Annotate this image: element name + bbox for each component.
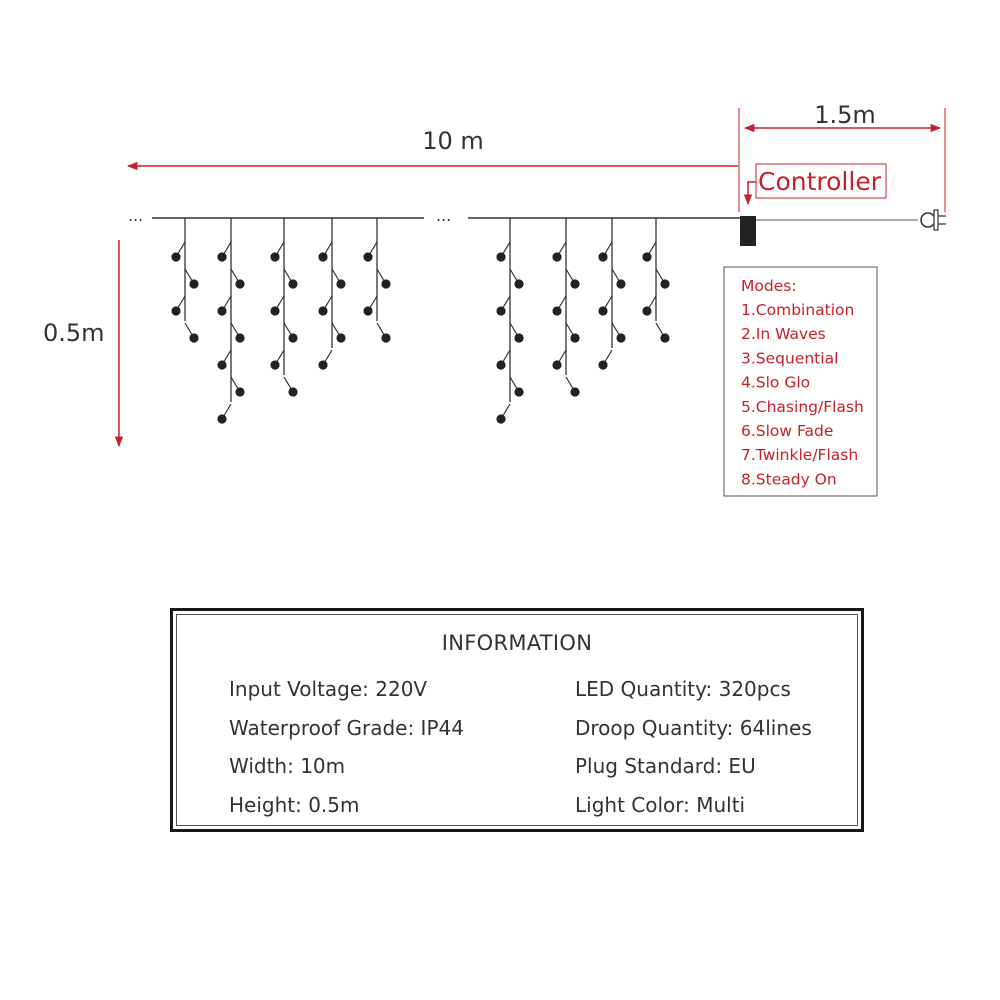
modes-box — [723, 266, 878, 497]
controller-pointer — [743, 181, 756, 206]
mode-item: 4.Slo Glo — [741, 374, 810, 392]
led-bulb-icon — [235, 333, 245, 343]
mode-item: 6.Slow Fade — [741, 422, 833, 440]
spec-item: LED Quantity: 320pcs — [575, 677, 791, 701]
led-bulb-icon — [660, 279, 670, 289]
led-bulb-icon — [171, 306, 181, 316]
ellipsis-middle: ... — [436, 206, 451, 225]
spec-item: Waterproof Grade: IP44 — [229, 715, 464, 740]
droop-strand — [642, 218, 670, 343]
led-bulb-icon — [616, 279, 626, 289]
led-bulb-icon — [189, 333, 199, 343]
mode-item: 2.In Waves — [741, 325, 826, 343]
led-bulb-icon — [496, 414, 506, 424]
controller-box-icon — [740, 216, 756, 246]
modes-list: 1.Combination 2.In Waves 3.Sequential 4.Slo… — [741, 301, 864, 488]
led-bulb-icon — [570, 279, 580, 289]
spec-item: Width: 10m — [229, 754, 346, 778]
led-bulb-icon — [570, 333, 580, 343]
led-bulb-icon — [381, 333, 391, 343]
led-bulb-icon — [270, 360, 280, 370]
length-label: 10 m — [422, 127, 484, 155]
led-bulb-icon — [318, 360, 328, 370]
led-bulb-icon — [189, 279, 199, 289]
led-bulb-icon — [552, 360, 562, 370]
ellipsis-left: ... — [128, 206, 143, 225]
led-bulb-icon — [318, 306, 328, 316]
modes-title: Modes: — [741, 277, 797, 295]
lead-label: 1.5m — [814, 101, 876, 129]
led-bulb-icon — [270, 252, 280, 262]
droop-strand — [363, 218, 391, 343]
led-bulb-icon — [598, 252, 608, 262]
led-bulb-icon — [217, 414, 227, 424]
led-bulb-icon — [642, 306, 652, 316]
led-bulb-icon — [318, 252, 328, 262]
spec-item: Light Color: Multi — [575, 792, 746, 817]
mode-item: 7.Twinkle/Flash — [741, 446, 858, 464]
information-inner-frame: INFORMATION Input Voltage: 220V Waterproo… — [176, 614, 858, 826]
controller-callout-box — [755, 163, 887, 199]
led-bulb-icon — [171, 252, 181, 262]
led-bulb-icon — [514, 279, 524, 289]
led-bulb-icon — [217, 360, 227, 370]
spec-item: Height: 0.5m — [229, 792, 360, 817]
droop-strand — [171, 218, 199, 343]
led-bulb-icon — [660, 333, 670, 343]
led-bulb-icon — [217, 306, 227, 316]
led-bulb-icon — [288, 387, 298, 397]
led-bulb-icon — [552, 306, 562, 316]
eu-plug-icon — [920, 209, 946, 231]
led-bulb-icon — [496, 306, 506, 316]
led-bulb-icon — [514, 387, 524, 397]
led-bulb-icon — [514, 333, 524, 343]
spec-item: Input Voltage: 220V — [229, 677, 428, 701]
led-bulb-icon — [235, 279, 245, 289]
led-bulb-icon — [288, 279, 298, 289]
droop-strand — [217, 218, 245, 424]
led-bulb-icon — [217, 252, 227, 262]
height-label: 0.5m — [43, 319, 105, 347]
led-bulb-icon — [496, 252, 506, 262]
led-bulb-icon — [363, 306, 373, 316]
mode-item: 1.Combination — [741, 301, 854, 319]
led-bulb-icon — [336, 333, 346, 343]
droop-strand — [552, 218, 580, 397]
spec-item: Plug Standard: EU — [575, 754, 756, 778]
led-bulb-icon — [552, 252, 562, 262]
droop-strand — [270, 218, 298, 397]
mode-item: 5.Chasing/Flash — [741, 398, 864, 416]
led-bulb-icon — [570, 387, 580, 397]
led-bulb-icon — [363, 252, 373, 262]
led-bulb-icon — [336, 279, 346, 289]
led-bulb-icon — [598, 306, 608, 316]
icicle-light-diagram: 10 m 1.5m 0.5m Controller ... ... Modes:… — [43, 101, 946, 497]
mode-item: 3.Sequential — [741, 349, 838, 367]
droop-strand — [318, 218, 346, 370]
droop-strand — [598, 218, 626, 370]
led-bulb-icon — [381, 279, 391, 289]
led-bulb-icon — [496, 360, 506, 370]
information-title: INFORMATION — [441, 631, 593, 655]
led-bulb-icon — [616, 333, 626, 343]
droop-strands — [171, 218, 670, 424]
led-bulb-icon — [288, 333, 298, 343]
led-bulb-icon — [235, 387, 245, 397]
led-bulb-icon — [270, 306, 280, 316]
led-bulb-icon — [642, 252, 652, 262]
droop-strand — [496, 218, 524, 424]
controller-label: Controller — [758, 167, 882, 196]
led-bulb-icon — [598, 360, 608, 370]
information-panel: INFORMATION Input Voltage: 220V Waterproo… — [170, 608, 864, 832]
spec-item: Droop Quantity: 64lines — [575, 715, 812, 740]
mode-item: 8.Steady On — [741, 470, 837, 488]
